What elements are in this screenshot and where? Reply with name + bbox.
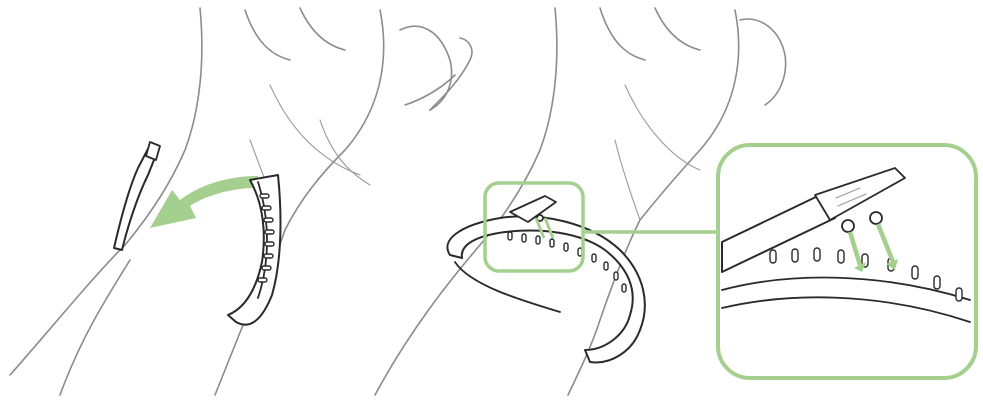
panel-2-step-insert-pin: [375, 8, 976, 395]
strap-with-holes: [228, 175, 280, 325]
panel-1-step-wrap-strap: [10, 8, 472, 395]
zoom-callout: [718, 145, 976, 378]
curved-arrow-icon: [150, 176, 258, 228]
hand-outline-left: [10, 8, 472, 395]
strap-end-left: [114, 142, 160, 250]
